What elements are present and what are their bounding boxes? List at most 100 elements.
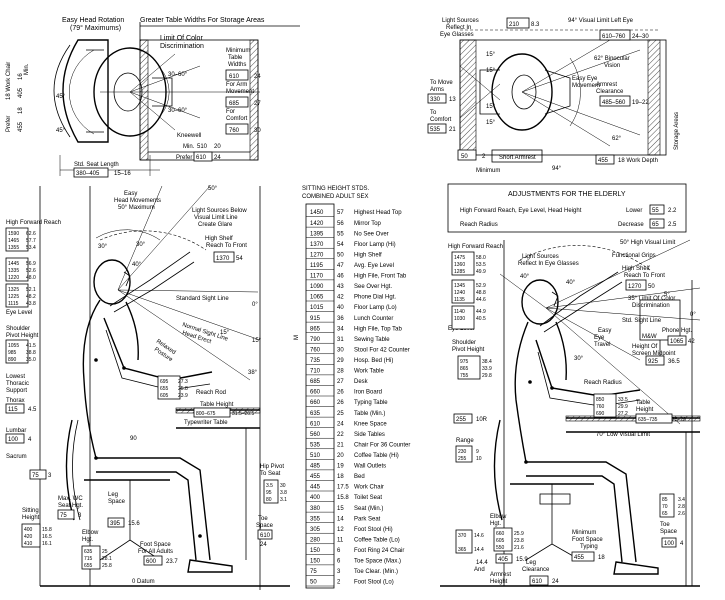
label: Toe — [258, 516, 268, 522]
label: Vision — [604, 63, 620, 69]
table-row-in: 20 — [337, 453, 344, 459]
label: 70° Low Visual Limit — [596, 432, 650, 438]
table-row-mm: 50 — [310, 580, 317, 586]
sitting-height-table: SITTING HEIGHT STDS. COMBINED ADULT SEX … — [294, 186, 410, 589]
value: 395 — [110, 521, 121, 527]
table-row-in: 50 — [337, 252, 344, 258]
table-row-mm: 915 — [310, 316, 321, 322]
value: 25–29 — [672, 417, 686, 423]
table-row-mm: 1065 — [310, 295, 324, 301]
value: 4 — [680, 541, 684, 547]
label: 38° — [248, 370, 258, 376]
value: 1115 — [8, 301, 19, 307]
value: 1370 — [216, 256, 230, 262]
label: For All Adults — [138, 549, 173, 555]
table-row-label: Table (Min.) — [354, 411, 385, 417]
table-row-mm: 560 — [310, 432, 321, 438]
label: 30° — [574, 356, 584, 362]
table-row-in: 25 — [337, 411, 344, 417]
label: High Shelf — [622, 266, 650, 272]
value: 1345 — [454, 283, 465, 289]
value: 455 — [574, 555, 585, 561]
value: 42 — [688, 339, 695, 345]
label: 15° — [486, 120, 496, 126]
label: 15° — [486, 104, 496, 110]
label: Pivot Height — [6, 333, 39, 339]
label: Comfort — [430, 117, 452, 123]
table-row-mm: 1270 — [310, 252, 324, 258]
label: Light Sources Below — [192, 208, 247, 214]
label: (79° Maximums) — [70, 24, 121, 32]
value: 13 — [449, 97, 456, 103]
label: Functional Grips — [612, 253, 656, 259]
elderly-row1-in: 2.2 — [668, 208, 677, 214]
table-row-label: Coffee Table (Hi) — [354, 453, 399, 459]
value: 1225 — [8, 294, 19, 300]
table-row-mm: 760 — [310, 347, 321, 353]
table-row-mm: 1195 — [310, 263, 324, 269]
table-row-mm: 1370 — [310, 242, 324, 248]
table-row-mm: 1420 — [310, 221, 324, 227]
table-title: COMBINED ADULT SEX — [302, 194, 368, 200]
value: 405 — [18, 87, 24, 98]
table-row-in: 27 — [337, 379, 344, 385]
label: To — [430, 110, 437, 116]
label: 40° — [566, 280, 576, 286]
table-row-in: 34 — [337, 326, 344, 332]
value: 21.6 — [514, 545, 524, 551]
table-row-label: Hosp. Bed (Hi) — [354, 358, 393, 364]
label: Movement — [226, 89, 254, 95]
label: Table — [636, 400, 651, 406]
label: Armrest — [596, 82, 617, 88]
table-row-in: 12 — [337, 527, 344, 533]
table-row-mm: 660 — [310, 390, 321, 396]
label: Kneewell — [177, 133, 201, 139]
value: 90 — [130, 436, 137, 442]
label: 15° — [486, 52, 496, 58]
value: 1335 — [8, 268, 19, 274]
value: 29.9 — [618, 404, 628, 410]
value: 610 — [196, 155, 207, 161]
value: 1270 — [628, 284, 642, 290]
table-row-in: 14 — [337, 516, 344, 522]
label: 50° — [208, 186, 218, 192]
table-row-label: Desk — [354, 379, 369, 385]
table-row-mm: 150 — [310, 559, 321, 565]
table-row-in: 15 — [337, 506, 344, 512]
label: And — [474, 567, 485, 573]
right-side-elevation: High Forward Reach Light Sources Reflect… — [440, 239, 701, 587]
table-row-label: Phone Dial Hgt. — [354, 295, 396, 301]
table-row-in: 31 — [337, 337, 344, 343]
value: 485–560 — [602, 100, 626, 106]
table-row-label: Park Seat — [354, 516, 381, 522]
value: 52.9 — [476, 283, 486, 289]
value: 50 — [648, 284, 655, 290]
value: 1240 — [454, 290, 465, 296]
table-row-label: Typing Table — [354, 400, 388, 406]
value: 52.1 — [26, 287, 36, 293]
table-row-label: High Shelf — [354, 252, 382, 258]
value: 550 — [496, 545, 505, 551]
table-row-label: Work Table — [354, 369, 384, 375]
elderly-row1-mm: 55 — [652, 208, 659, 214]
value: 1220 — [8, 275, 19, 281]
value: 210 — [509, 22, 520, 28]
value: 760 — [596, 404, 605, 410]
label: 15° — [486, 68, 496, 74]
label: Lowest — [6, 374, 25, 380]
value: 58.0 — [476, 255, 486, 261]
value: 24 — [552, 579, 559, 585]
value: 1355 — [8, 245, 19, 251]
value: 1465 — [8, 238, 19, 244]
value: 100 — [664, 541, 675, 547]
value: 62.6 — [26, 231, 36, 237]
value: 8.3 — [531, 22, 540, 28]
value: 30 — [254, 128, 261, 134]
label: Space — [108, 499, 126, 505]
label: Height Of — [632, 344, 658, 350]
value: 56.9 — [26, 261, 36, 267]
table-row-in: 28 — [337, 369, 344, 375]
label: Lumbar — [6, 428, 26, 434]
value: 18 — [598, 555, 605, 561]
